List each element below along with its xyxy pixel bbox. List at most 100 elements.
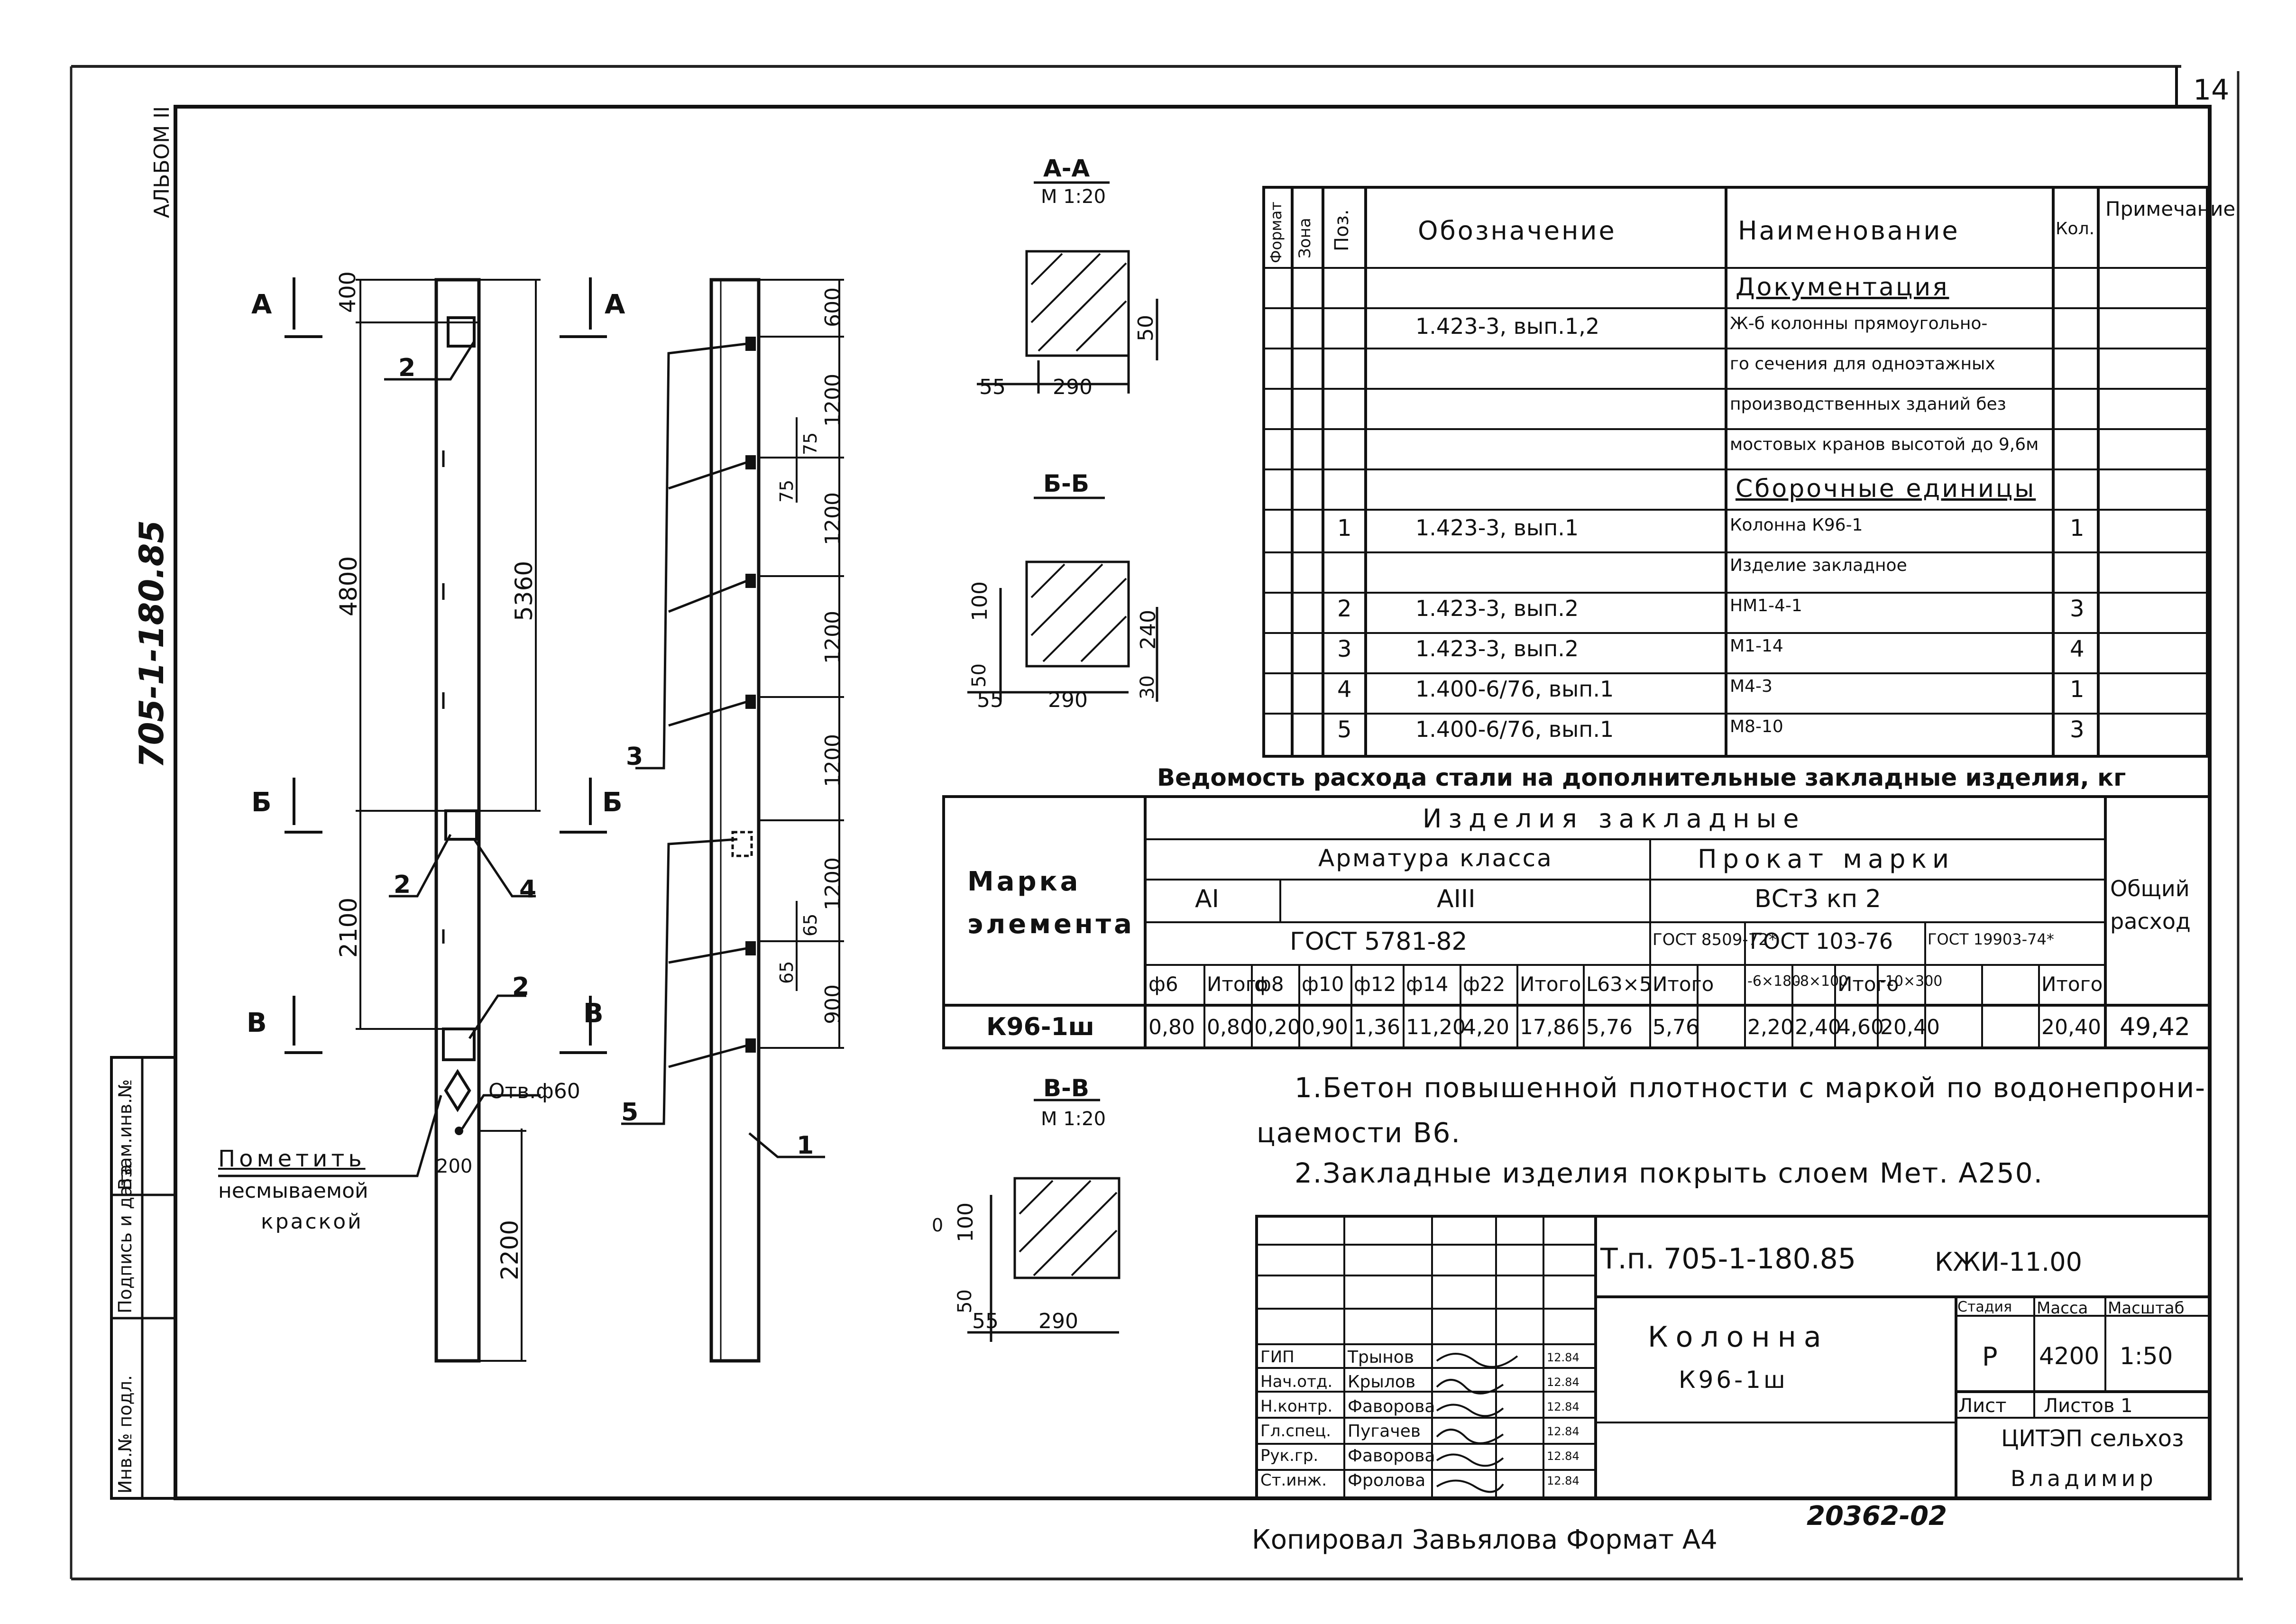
steel-col-header: Итого xyxy=(1520,973,1581,996)
spec-row-name: производственных зданий без xyxy=(1730,395,2006,414)
tb-stage-h: Стадия xyxy=(1957,1299,2012,1315)
section-vv-0: 0 xyxy=(932,1215,944,1236)
dim-4800: 4800 xyxy=(335,556,362,616)
hole-label: Отв.ф60 xyxy=(488,1079,580,1103)
mark-note-3: краской xyxy=(261,1210,363,1234)
dim-1200-d: 1200 xyxy=(821,734,845,787)
spec-h-zone: Зона xyxy=(1295,218,1314,258)
steel-value: 2,40 xyxy=(1795,1015,1841,1039)
steel-gost5781: ГОСТ 5781-82 xyxy=(1290,927,1468,956)
spec-row-designation: 1.423-3, вып.1 xyxy=(1415,515,1579,541)
dim-900: 900 xyxy=(821,984,845,1024)
dim-400: 400 xyxy=(335,271,360,313)
spec-row-pos: 1 xyxy=(1337,515,1352,541)
dim-2200: 2200 xyxy=(496,1220,523,1280)
pos-label-4: 4 xyxy=(519,875,537,904)
spec-row-name: М4-3 xyxy=(1730,677,1773,696)
mark-note-1: Пометить xyxy=(218,1146,366,1172)
steel-title: Ведомость расхода стали на дополнительны… xyxy=(1157,764,2126,791)
steel-value: 20,40 xyxy=(1880,1015,1940,1039)
section-vv-scale: М 1:20 xyxy=(1041,1108,1106,1130)
steel-value: 4,20 xyxy=(1463,1015,1509,1039)
copied-label: Копировал Завьялова Формат А4 xyxy=(1252,1524,1717,1555)
spec-row-designation: 1.400-6/76, вып.1 xyxy=(1415,716,1614,742)
section-bb-240: 240 xyxy=(1136,610,1160,650)
spec-row-name: Изделие закладное xyxy=(1730,556,1907,575)
section-bb-title: Б-Б xyxy=(1043,470,1089,497)
spec-h-format: Формат xyxy=(1267,202,1285,263)
spec-h-note: Примечание xyxy=(2105,197,2236,220)
spec-row-designation: 1.423-3, вып.1,2 xyxy=(1415,313,1600,339)
spec-row-pos: 3 xyxy=(1337,636,1352,662)
section-mark-a-left: А xyxy=(251,289,272,320)
tb-code: Т.п. 705-1-180.85 xyxy=(1600,1242,1856,1275)
section-bb-100: 100 xyxy=(968,581,992,621)
section-aa-title: А-А xyxy=(1043,155,1090,182)
steel-col-header: -10×300 xyxy=(1880,973,1943,990)
spec-row-designation: 1.423-3, вып.2 xyxy=(1415,636,1579,661)
pos-label-2b: 2 xyxy=(394,871,411,899)
tb-person-name: Фролова xyxy=(1348,1471,1426,1490)
dim-2100: 2100 xyxy=(335,897,362,958)
spec-row-designation: 1.400-6/76, вып.1 xyxy=(1415,676,1614,702)
section-vv-50: 50 xyxy=(954,1289,976,1313)
tb-person-role: ГИП xyxy=(1260,1348,1295,1367)
dim-200: 200 xyxy=(436,1156,473,1177)
steel-a1: АI xyxy=(1195,885,1219,913)
steel-izdelia: Изделия закладные xyxy=(1423,804,1806,834)
tb-person-date: 12.84 xyxy=(1547,1400,1580,1413)
tb-scale-h: Масштаб xyxy=(2108,1299,2185,1318)
steel-gost8509: ГОСТ 8509-72* xyxy=(1653,930,1777,949)
section-mark-b-left: Б xyxy=(251,787,272,818)
steel-marka: Марка элемента xyxy=(967,866,1135,940)
steel-gost103: ГОСТ 103-76 xyxy=(1750,928,1893,954)
steel-value: 4,60 xyxy=(1837,1015,1884,1039)
steel-col-header: ф12 xyxy=(1354,973,1396,996)
section-bb-30: 30 xyxy=(1137,675,1158,699)
spec-row-name: Колонна К96-1 xyxy=(1730,515,1863,535)
spec-row-section: Документация xyxy=(1736,273,1949,302)
spec-row-qty: 1 xyxy=(2070,515,2085,541)
dim-1200-c: 1200 xyxy=(821,611,845,664)
dim-1200-e: 1200 xyxy=(821,857,845,910)
steel-col-header: ф10 xyxy=(1302,973,1344,996)
section-mark-b-right: Б xyxy=(602,787,623,818)
steel-a3: АIII xyxy=(1437,885,1476,913)
section-aa-scale: М 1:20 xyxy=(1041,186,1106,208)
section-vv-290: 290 xyxy=(1038,1309,1078,1333)
section-mark-a-right: А xyxy=(605,289,625,320)
note-2: 2.Закладные изделия покрыть слоем Мет. А… xyxy=(1295,1157,2044,1189)
section-aa-55: 55 xyxy=(979,375,1006,399)
steel-vst: ВСт3 кп 2 xyxy=(1754,885,1881,913)
sheet-number: 14 xyxy=(2193,73,2230,107)
section-vv-title: В-В xyxy=(1043,1074,1089,1102)
tb-person-name: Крылов xyxy=(1348,1372,1416,1392)
spec-row-name: М1-14 xyxy=(1730,636,1783,656)
spec-h-qty: Кол. xyxy=(2056,219,2095,239)
spec-row-name: мостовых кранов высотой до 9,6м xyxy=(1730,435,2039,454)
tb-person-date: 12.84 xyxy=(1547,1425,1580,1438)
tb-org1: ЦИТЭП сельхоз xyxy=(2001,1425,2184,1452)
steel-value: 17,86 xyxy=(1520,1015,1580,1039)
steel-value: 0,80 xyxy=(1207,1015,1253,1039)
dim-75-a: 75 xyxy=(800,432,821,455)
steel-col-header: -8×100 xyxy=(1795,973,1848,990)
strip-cell-replace: Взам.инв.№ xyxy=(115,1079,136,1190)
tb-doc: КЖИ-11.00 xyxy=(1935,1247,2082,1277)
steel-value: 0,80 xyxy=(1148,1015,1195,1039)
spec-row-name: го сечения для одноэтажных xyxy=(1730,354,1995,374)
steel-col-header: Итого xyxy=(1837,973,1899,996)
pos-label-2c: 2 xyxy=(512,973,530,1001)
tb-name1: Колонна xyxy=(1648,1321,1829,1354)
tb-sheet: Лист xyxy=(1958,1395,2007,1417)
tb-person-name: Пугачев xyxy=(1348,1422,1421,1441)
steel-value: 0,90 xyxy=(1302,1015,1348,1039)
tb-stage: Р xyxy=(1982,1342,1998,1372)
spec-row-name: Ж-б колонны прямоугольно- xyxy=(1730,314,1988,333)
note-1: 1.Бетон повышенной плотности с маркой по… xyxy=(1295,1072,2206,1104)
steel-col-header: Итого xyxy=(1207,973,1268,996)
tb-person-role: Ст.инж. xyxy=(1260,1471,1327,1490)
steel-col-header: L63×5 xyxy=(1586,973,1652,996)
steel-gost19903: ГОСТ 19903-74* xyxy=(1928,930,2054,948)
spec-row-section: Сборочные единицы xyxy=(1736,475,2036,503)
